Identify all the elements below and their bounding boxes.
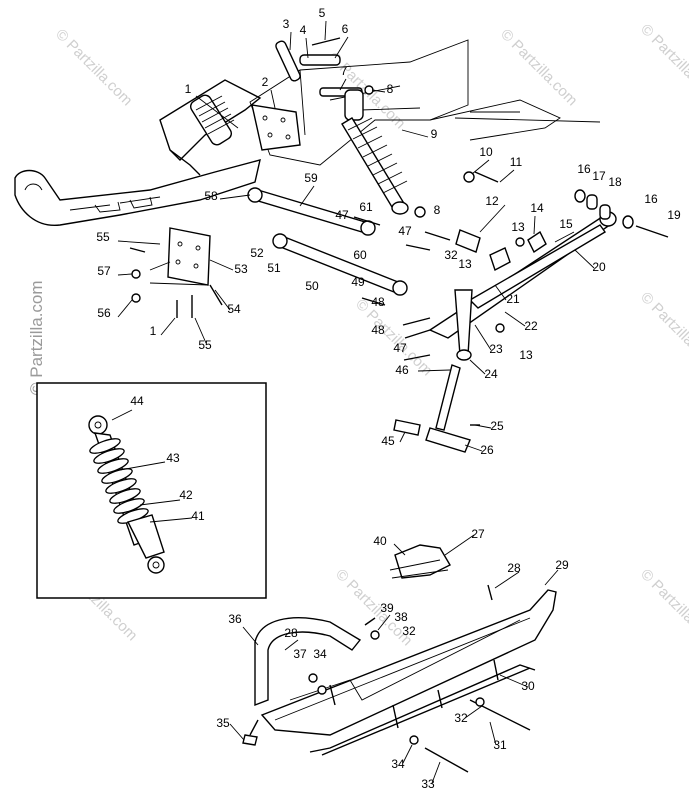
- callout-22: 22: [524, 319, 538, 333]
- callout-20: 20: [592, 260, 606, 274]
- callout-7: 7: [341, 64, 348, 78]
- callout-5: 5: [319, 6, 326, 20]
- callout-4: 4: [300, 23, 307, 37]
- callout-28: 28: [507, 561, 521, 575]
- callout-42: 42: [179, 488, 193, 502]
- ski-assembly: [242, 544, 557, 773]
- callout-32: 32: [444, 248, 458, 262]
- callout-21: 21: [506, 292, 520, 306]
- callout-45: 45: [381, 434, 395, 448]
- callout-55: 55: [198, 338, 212, 352]
- callout-19: 19: [667, 208, 681, 222]
- callout-53: 53: [234, 262, 248, 276]
- callout-33: 33: [421, 777, 435, 791]
- callout-3: 3: [283, 17, 290, 31]
- callout-15: 15: [559, 217, 573, 231]
- callout-17: 17: [592, 169, 606, 183]
- callout-29: 29: [555, 558, 569, 572]
- callout-26: 26: [480, 443, 494, 457]
- callout-50: 50: [305, 279, 319, 293]
- callout-1: 1: [185, 82, 192, 96]
- callout-31: 31: [493, 738, 507, 752]
- callout-57: 57: [97, 264, 111, 278]
- callout-32: 32: [454, 711, 468, 725]
- shock-detail-inset: [36, 382, 267, 599]
- callout-13: 13: [511, 220, 525, 234]
- callout-35: 35: [216, 716, 230, 730]
- callout-32: 32: [402, 624, 416, 638]
- callout-47: 47: [398, 224, 412, 238]
- watermark-text: © Partzilla.com: [352, 296, 435, 379]
- callout-24: 24: [484, 367, 498, 381]
- callout-48: 48: [371, 295, 385, 309]
- callout-13: 13: [519, 348, 533, 362]
- callout-30: 30: [521, 679, 535, 693]
- watermark-text: © Partzilla.com: [637, 289, 689, 372]
- callout-11: 11: [510, 155, 523, 169]
- callout-46: 46: [395, 363, 409, 377]
- callout-2: 2: [262, 75, 269, 89]
- callout-16: 16: [644, 192, 658, 206]
- watermark-text: © Partzilla.com: [637, 566, 689, 649]
- watermark-vertical: © Partzilla.com: [27, 280, 46, 395]
- callout-47: 47: [393, 341, 407, 355]
- watermark-text: © Partzilla.com: [497, 26, 580, 109]
- callout-44: 44: [130, 394, 144, 408]
- front-suspension-assembly: [14, 37, 669, 453]
- callout-34: 34: [391, 757, 405, 771]
- callout-18: 18: [608, 175, 622, 189]
- callout-59: 59: [304, 171, 318, 185]
- callout-43: 43: [166, 451, 180, 465]
- callout-47: 47: [335, 208, 349, 222]
- callout-16: 16: [577, 162, 591, 176]
- callout-23: 23: [489, 342, 503, 356]
- callout-25: 25: [490, 419, 504, 433]
- callout-14: 14: [530, 201, 544, 215]
- leader-lines: [117, 20, 595, 784]
- callout-9: 9: [431, 127, 438, 141]
- watermark-text: © Partzilla.com: [52, 26, 135, 109]
- callout-6: 6: [342, 22, 349, 36]
- callout-56: 56: [97, 306, 111, 320]
- callout-61: 61: [359, 200, 373, 214]
- callout-60: 60: [353, 248, 367, 262]
- callout-40: 40: [373, 534, 387, 548]
- callout-38: 38: [394, 610, 408, 624]
- callout-51: 51: [267, 261, 281, 275]
- callout-28: 28: [284, 626, 298, 640]
- callout-13: 13: [458, 257, 472, 271]
- callout-12: 12: [485, 194, 499, 208]
- shock-absorber-right: [341, 89, 409, 215]
- callout-27: 27: [471, 527, 485, 541]
- callout-58: 58: [204, 189, 218, 203]
- callout-8: 8: [387, 82, 394, 96]
- callout-55: 55: [96, 230, 110, 244]
- callout-54: 54: [227, 302, 241, 316]
- callout-52: 52: [250, 246, 264, 260]
- callout-1: 1: [150, 324, 157, 338]
- callout-41: 41: [191, 509, 205, 523]
- callout-10: 10: [479, 145, 493, 159]
- callout-48: 48: [371, 323, 385, 337]
- callout-36: 36: [228, 612, 242, 626]
- callout-37: 37: [293, 647, 307, 661]
- callout-8: 8: [434, 203, 441, 217]
- callout-39: 39: [380, 601, 394, 615]
- watermark-text: © Partzilla.com: [637, 21, 689, 104]
- callout-34: 34: [313, 647, 327, 661]
- callout-49: 49: [351, 275, 365, 289]
